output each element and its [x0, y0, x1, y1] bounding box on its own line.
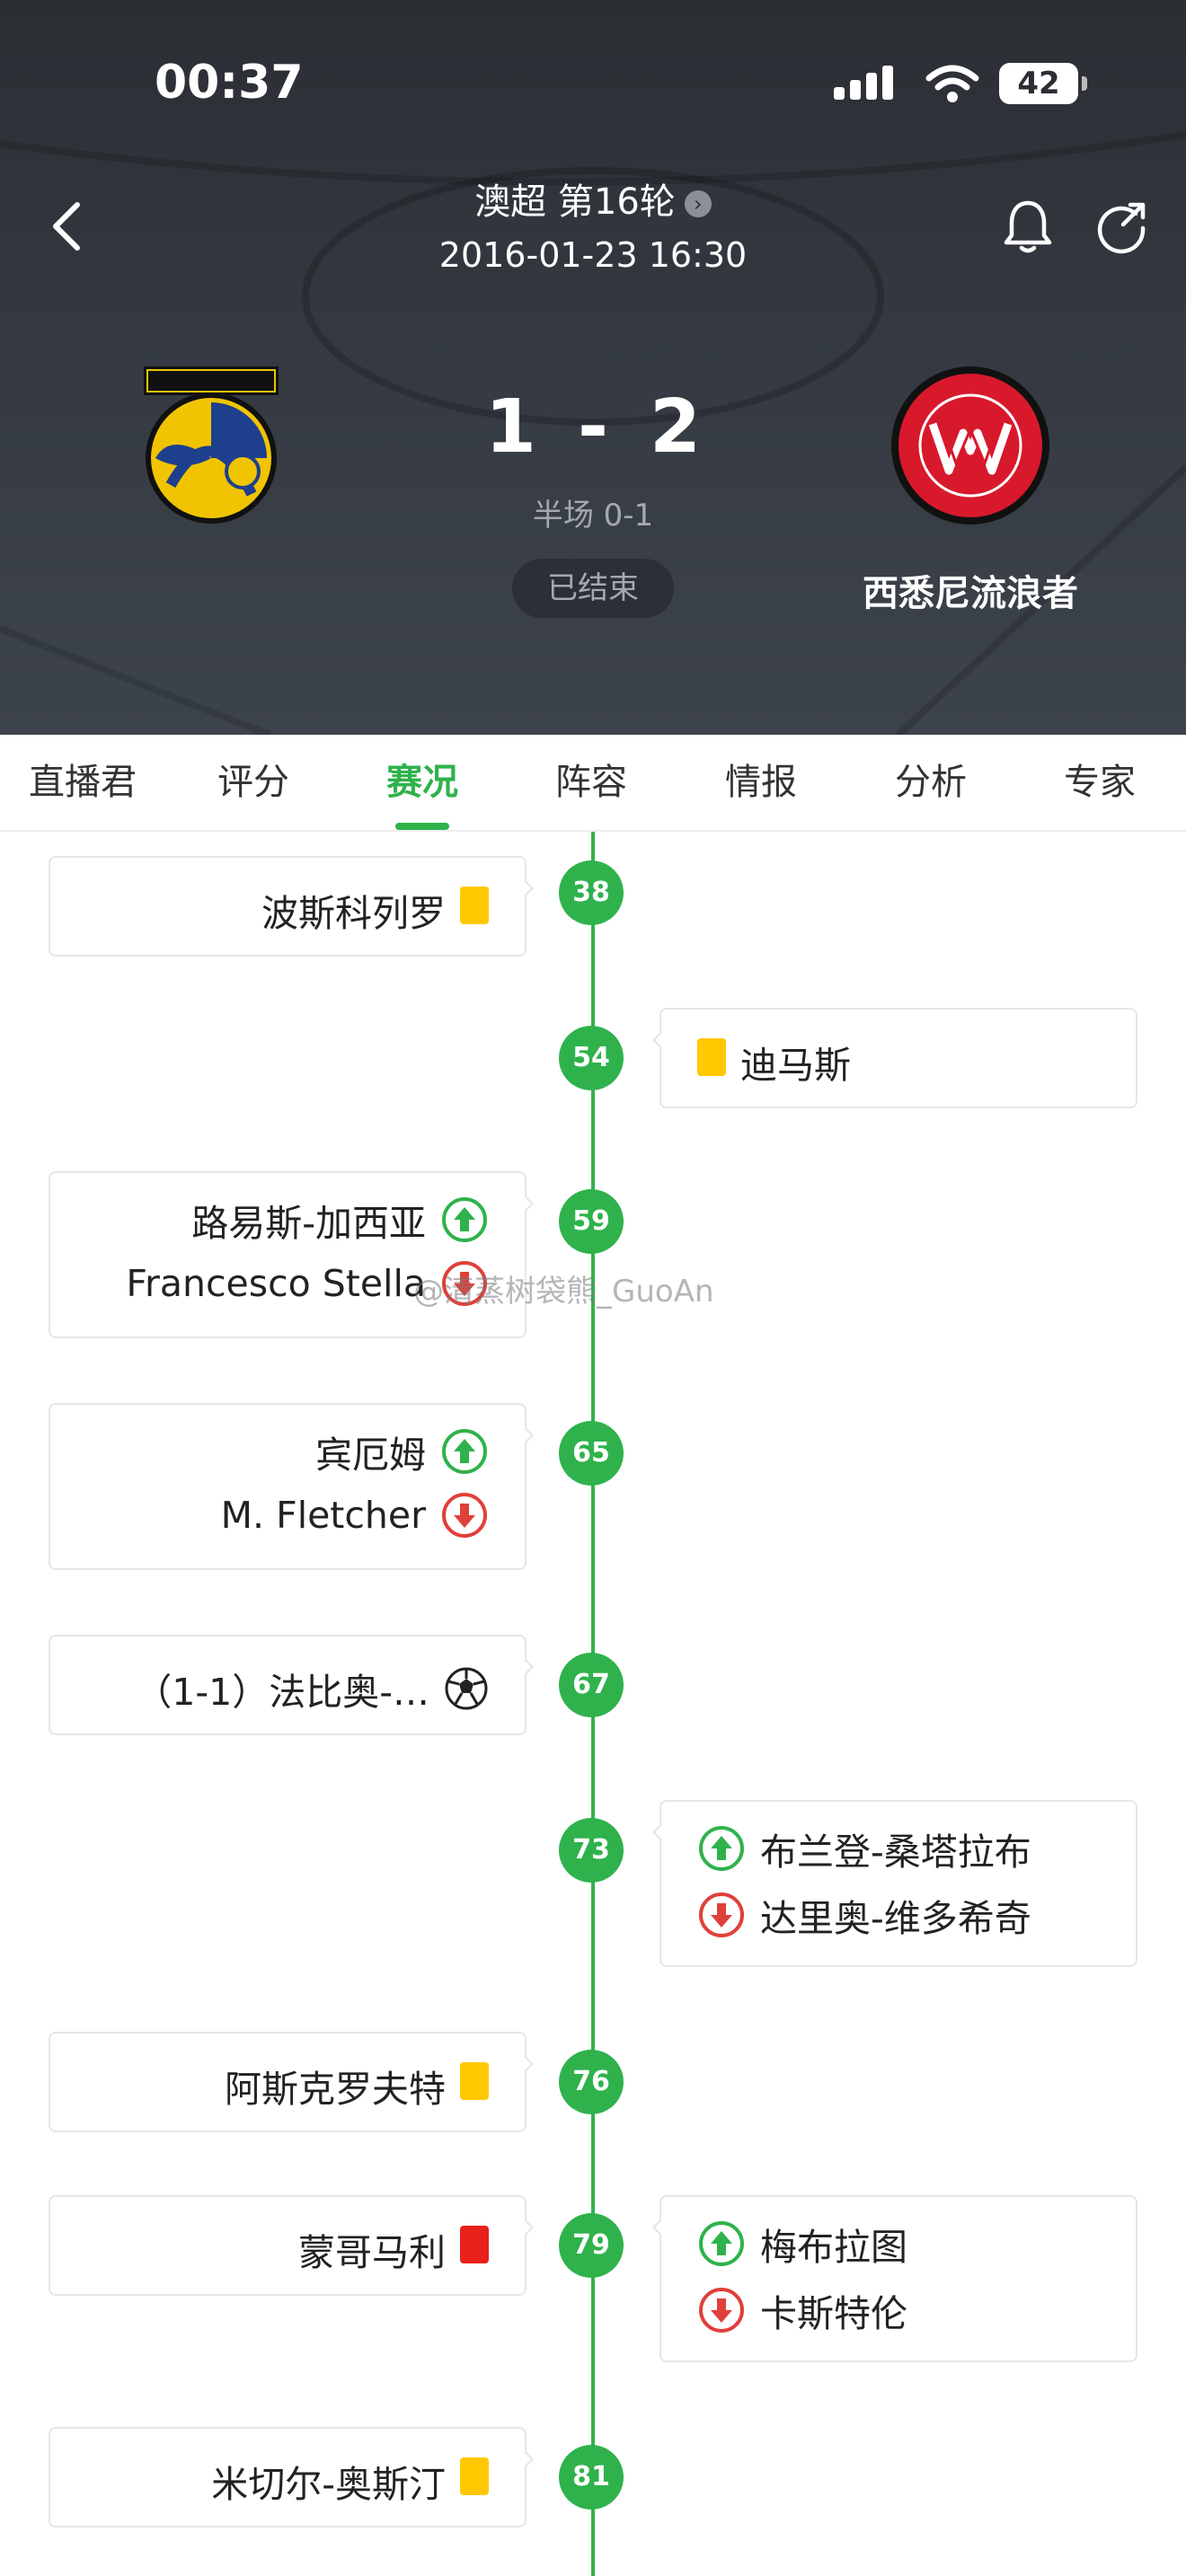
player-name: 迪马斯: [740, 1044, 851, 1087]
home-score: 1: [484, 384, 536, 470]
league-round-label: 澳超 第16轮: [474, 181, 676, 223]
event-item: 路易斯-加西亚: [191, 1193, 489, 1247]
player-name: 波斯科列罗: [261, 892, 446, 935]
tab-live[interactable]: 直播君: [29, 762, 137, 803]
match-status-badge: 已结束: [512, 559, 674, 618]
tab-ratings[interactable]: 评分: [217, 762, 289, 803]
player-name: 布兰登-桑塔拉布: [760, 1831, 1031, 1874]
goal-ball-icon: [444, 1666, 489, 1711]
event-card-home[interactable]: 米切尔-奥斯汀: [49, 2427, 534, 2527]
event-minute-badge: 65: [559, 1421, 624, 1486]
player-name: 达里奥-维多希奇: [760, 1897, 1031, 1940]
battery-icon: 42: [999, 63, 1087, 104]
event-timeline: 38 波斯科列罗 54 迪马斯 59 路易斯-加西亚 Francesco Stella 65 宾…: [0, 832, 1186, 2576]
event-minute-badge: 59: [559, 1189, 624, 1254]
event-card-home[interactable]: （1-1）法比奥-…: [49, 1635, 534, 1735]
event-card-away[interactable]: 梅布拉图卡斯特伦: [652, 2195, 1137, 2362]
event-minute-badge: 73: [559, 1818, 624, 1883]
player-name: 蒙哥马利: [298, 2231, 446, 2274]
player-name: 宾厄姆: [315, 1434, 426, 1477]
substitution-out-icon: [440, 1491, 489, 1539]
event-card-home[interactable]: 波斯科列罗: [49, 856, 534, 957]
tab-bar: 直播君 评分 赛况 阵容 情报 分析 专家: [0, 735, 1186, 832]
active-tab-indicator: [395, 823, 449, 830]
event-item: Francesco Stella: [126, 1259, 489, 1308]
event-card-home[interactable]: 蒙哥马利: [49, 2195, 534, 2296]
substitution-in-icon: [440, 1195, 489, 1244]
event-minute-badge: 38: [559, 860, 624, 925]
notification-bell-button[interactable]: [999, 198, 1057, 255]
wifi-icon: [925, 65, 979, 102]
cellular-signal-icon: [834, 66, 893, 100]
event-item: 卡斯特伦: [697, 2283, 907, 2337]
away-score: 2: [650, 384, 702, 470]
match-datetime: 2016-01-23 16:30: [438, 235, 748, 275]
yellow-card-icon: [460, 2062, 489, 2109]
event-item: 布兰登-桑塔拉布: [697, 1822, 1031, 1875]
substitution-in-icon: [440, 1427, 489, 1476]
event-minute-badge: 76: [559, 2050, 624, 2114]
tab-intel[interactable]: 情报: [725, 762, 797, 803]
half-time-score: 半场 0-1: [532, 498, 654, 534]
player-name: （1-1）法比奥-…: [135, 1671, 429, 1714]
substitution-out-icon: [697, 1891, 746, 1939]
event-card-home[interactable]: 宾厄姆 M. Fletcher: [49, 1403, 534, 1570]
scoreboard: 1-2: [0, 384, 1186, 470]
player-name: 路易斯-加西亚: [191, 1202, 426, 1245]
away-team-logo[interactable]: [890, 365, 1051, 526]
event-item: 阿斯克罗夫特: [225, 2059, 489, 2113]
yellow-card-icon: [460, 887, 489, 933]
event-item: 达里奥-维多希奇: [697, 1888, 1031, 1942]
event-card-away[interactable]: 布兰登-桑塔拉布达里奥-维多希奇: [652, 1800, 1137, 1967]
substitution-out-icon: [440, 1259, 489, 1308]
chevron-left-icon: [53, 202, 80, 251]
status-time: 00:37: [155, 56, 304, 110]
pitch-background: [0, 131, 1186, 735]
event-card-away[interactable]: 迪马斯: [652, 1008, 1137, 1108]
player-name: M. Fletcher: [220, 1494, 426, 1537]
match-header: 00:37 42 澳超 第16轮 › 2016-01-23 16:30: [0, 0, 1186, 735]
player-name: Francesco Stella: [126, 1262, 426, 1305]
event-item: 蒙哥马利: [298, 2222, 489, 2276]
event-minute-badge: 67: [559, 1653, 624, 1717]
substitution-out-icon: [697, 2286, 746, 2334]
share-button[interactable]: [1093, 198, 1150, 255]
chevron-right-icon: ›: [684, 190, 712, 217]
event-item: M. Fletcher: [221, 1491, 489, 1539]
tab-lineup[interactable]: 阵容: [555, 762, 627, 803]
yellow-card-icon: [460, 2457, 489, 2504]
back-button[interactable]: [45, 199, 88, 253]
substitution-in-icon: [697, 1824, 746, 1873]
event-item: （1-1）法比奥-…: [135, 1662, 489, 1716]
substitution-in-icon: [697, 2219, 746, 2268]
player-name: 米切尔-奥斯汀: [211, 2463, 446, 2506]
event-minute-badge: 79: [559, 2213, 624, 2278]
yellow-card-icon: [697, 1038, 726, 1085]
status-icons: 42: [834, 63, 1087, 104]
event-item: 迪马斯: [697, 1035, 851, 1089]
event-minute-badge: 81: [559, 2445, 624, 2510]
event-item: 宾厄姆: [315, 1425, 489, 1478]
event-item: 米切尔-奥斯汀: [211, 2454, 489, 2508]
event-minute-badge: 54: [559, 1026, 624, 1090]
away-team-name: 西悉尼流浪者: [863, 573, 1078, 614]
player-name: 阿斯克罗夫特: [225, 2068, 446, 2111]
player-name: 梅布拉图: [760, 2226, 907, 2269]
league-round-link[interactable]: 澳超 第16轮 ›: [0, 172, 1186, 225]
event-card-home[interactable]: 阿斯克罗夫特: [49, 2032, 534, 2132]
event-item: 梅布拉图: [697, 2217, 907, 2271]
watermark: @清蒸树袋熊_GuoAn: [413, 1274, 714, 1310]
tab-analysis[interactable]: 分析: [895, 762, 967, 803]
red-card-icon: [460, 2226, 489, 2272]
tab-experts[interactable]: 专家: [1064, 762, 1136, 803]
home-team-logo[interactable]: [135, 359, 288, 530]
tab-match-events[interactable]: 赛况: [386, 762, 458, 803]
event-item: 波斯科列罗: [261, 883, 489, 937]
event-card-home[interactable]: 路易斯-加西亚 Francesco Stella: [49, 1171, 534, 1338]
score-separator: -: [577, 384, 609, 470]
player-name: 卡斯特伦: [760, 2292, 907, 2335]
